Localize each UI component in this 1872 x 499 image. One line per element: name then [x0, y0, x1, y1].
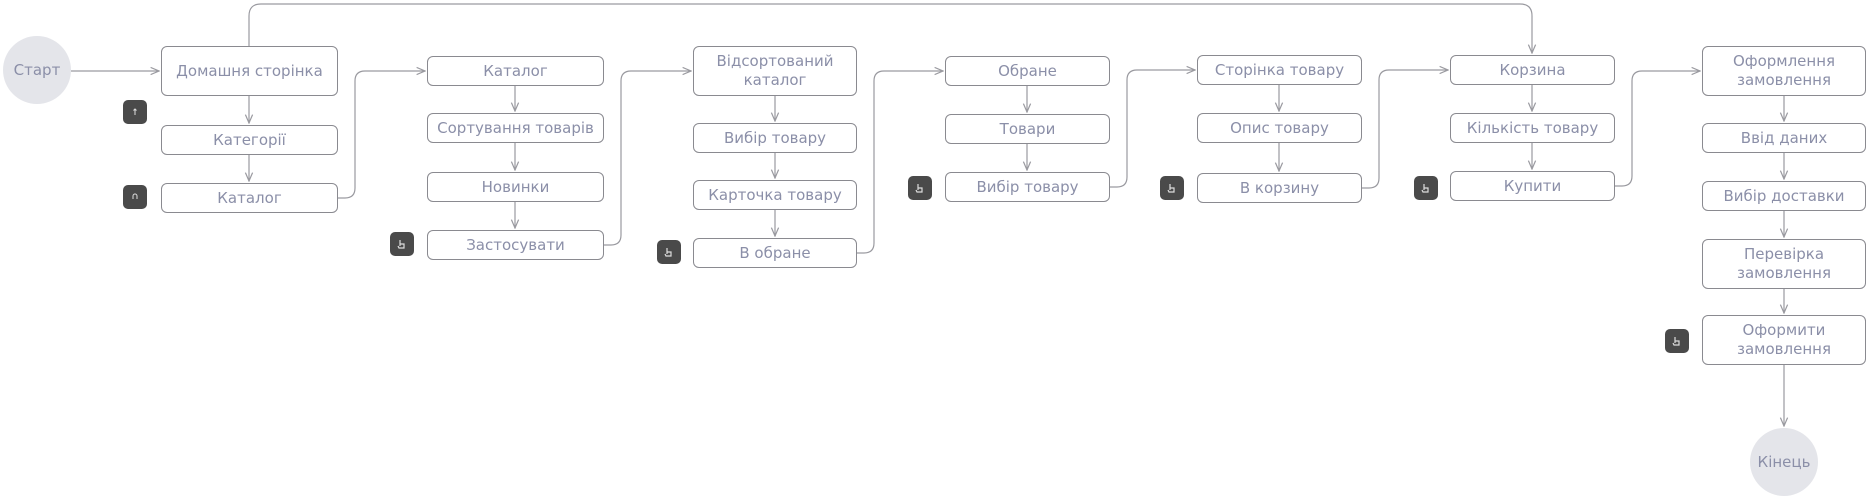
click-icon [390, 232, 414, 256]
tap-icon [123, 185, 147, 209]
edge-cart-basket [1362, 70, 1448, 189]
end-node: Кінець [1750, 428, 1818, 496]
node-add-to-cart: В корзину [1197, 173, 1362, 203]
edge-catalog-catalog2 [338, 71, 425, 199]
node-product-card: Карточка товару [693, 180, 857, 210]
node-new-items: Новинки [427, 172, 604, 202]
node-buy: Купити [1450, 171, 1615, 201]
click-icon [1414, 176, 1438, 200]
click-icon [657, 240, 681, 264]
node-sorted-catalog: Відсортований каталог [693, 46, 857, 96]
node-apply: Застосувати [427, 230, 604, 260]
node-home-page: Домашня сторінка [161, 46, 338, 96]
node-order-review: Перевірка замовлення [1702, 239, 1866, 289]
edge-select-page [1110, 70, 1195, 188]
node-sorting: Сортування товарів [427, 113, 604, 143]
node-checkout: Оформлення замовлення [1702, 46, 1866, 96]
tap-icon [123, 100, 147, 124]
node-products: Товари [945, 114, 1110, 144]
edge-favs-favorites [857, 71, 943, 254]
node-favorites: Обране [945, 56, 1110, 86]
click-icon [1665, 329, 1689, 353]
node-catalog-1: Каталог [161, 183, 338, 213]
edge-apply-sorted [604, 71, 691, 246]
node-categories: Категорії [161, 125, 338, 155]
edge-buy-checkout [1615, 71, 1700, 187]
node-catalog-2: Каталог [427, 56, 604, 86]
node-product-description: Опис товару [1197, 113, 1362, 143]
node-data-input: Ввід даних [1702, 123, 1866, 153]
node-select-product-1: Вибір товару [693, 123, 857, 153]
node-cart: Корзина [1450, 55, 1615, 85]
node-delivery-choice: Вибір доставки [1702, 181, 1866, 211]
node-select-product-2: Вибір товару [945, 172, 1110, 202]
click-icon [1160, 176, 1184, 200]
edge-home-cart-loop [248, 3, 1532, 53]
node-place-order: Оформити замовлення [1702, 315, 1866, 365]
click-icon [908, 176, 932, 200]
start-node: Старт [3, 36, 71, 104]
node-quantity: Кількість товару [1450, 113, 1615, 143]
node-to-favorites: В обране [693, 238, 857, 268]
node-product-page: Сторінка товару [1197, 55, 1362, 85]
